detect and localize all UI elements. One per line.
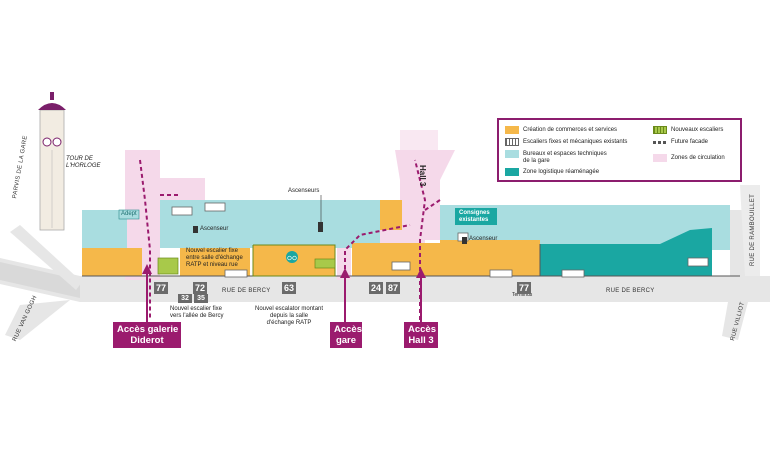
nouvel-escalier-allee-label: Nouvel escalier fixe vers l'allée de Ber… [170,306,224,319]
legend-swatch-circulation [653,154,667,162]
legend-swatch-facade [653,141,667,144]
street-bercy-2: RUE DE BERCY [606,288,655,294]
legend-swatch-bureaux [505,150,519,158]
legend-swatch-commerces [505,126,519,134]
bus-63: 63 [282,282,296,294]
street-bercy-1: RUE DE BERCY [222,288,271,294]
access-diderot[interactable]: Accès galerie Diderot [113,322,181,348]
ascenseur-left-label: Ascenseur [200,226,229,232]
legend-swatch-escaliers [505,138,519,146]
legend-swatch-logistique [505,168,519,176]
facade-lines [82,244,740,277]
bus-72: 72 [193,282,207,294]
legend: Création de commerces et services Escali… [497,118,742,182]
commerce-zones [82,200,540,276]
legend-escaliers: Escaliers fixes et mécaniques existants [523,139,628,145]
legend-bureaux: Bureaux et espaces techniques de la gare [523,151,607,164]
clock-tower-icon [38,92,66,231]
logistique-zone [540,228,712,276]
bus-32: 32 [178,294,192,303]
bike-icon [286,251,298,263]
bus-24: 24 [369,282,383,294]
bus-87: 87 [386,282,400,294]
legend-nouveaux: Nouveaux escaliers [671,127,724,133]
nouvel-escalier-label: Nouvel escalier fixe entre salle d'échan… [186,248,243,268]
ascenseur-right-label: Ascenseur [469,236,498,242]
adept-label: Adept [121,211,137,217]
tour-horloge-label: TOUR DE L'HORLOGE [66,156,101,169]
legend-commerces: Création de commerces et services [523,127,618,133]
bus-77-right: 77 [517,282,531,294]
consignes-box [455,208,497,225]
hall3-label: Hall 3 [418,165,427,187]
access-hall3[interactable]: Accès Hall 3 [404,322,438,348]
adept-box [118,209,140,220]
legend-swatch-nouveaux [653,126,667,134]
nouvel-escalator-label: Nouvel escalator montant depuis la salle… [255,306,324,326]
street-rambouillet: RUE DE RAMBOUILLET [750,193,756,266]
bus-77-left: 77 [154,282,168,294]
roads [0,185,770,340]
legend-logistique: Zone logistique réaménagée [523,169,600,175]
bus-35: 35 [194,294,208,303]
legend-facade: Future facade [671,139,709,145]
terminus-label: Terminus [512,292,533,298]
elevator-icons [193,195,467,244]
access-lines [146,270,422,322]
consignes-label: Consignes existantes [459,210,490,223]
ascenseurs-label: Ascenseurs [288,188,320,194]
access-arrows [142,264,426,278]
legend-circulation: Zones de circulation [671,155,725,161]
new-stairs [157,257,336,275]
access-gare[interactable]: Accès gare [330,322,362,348]
